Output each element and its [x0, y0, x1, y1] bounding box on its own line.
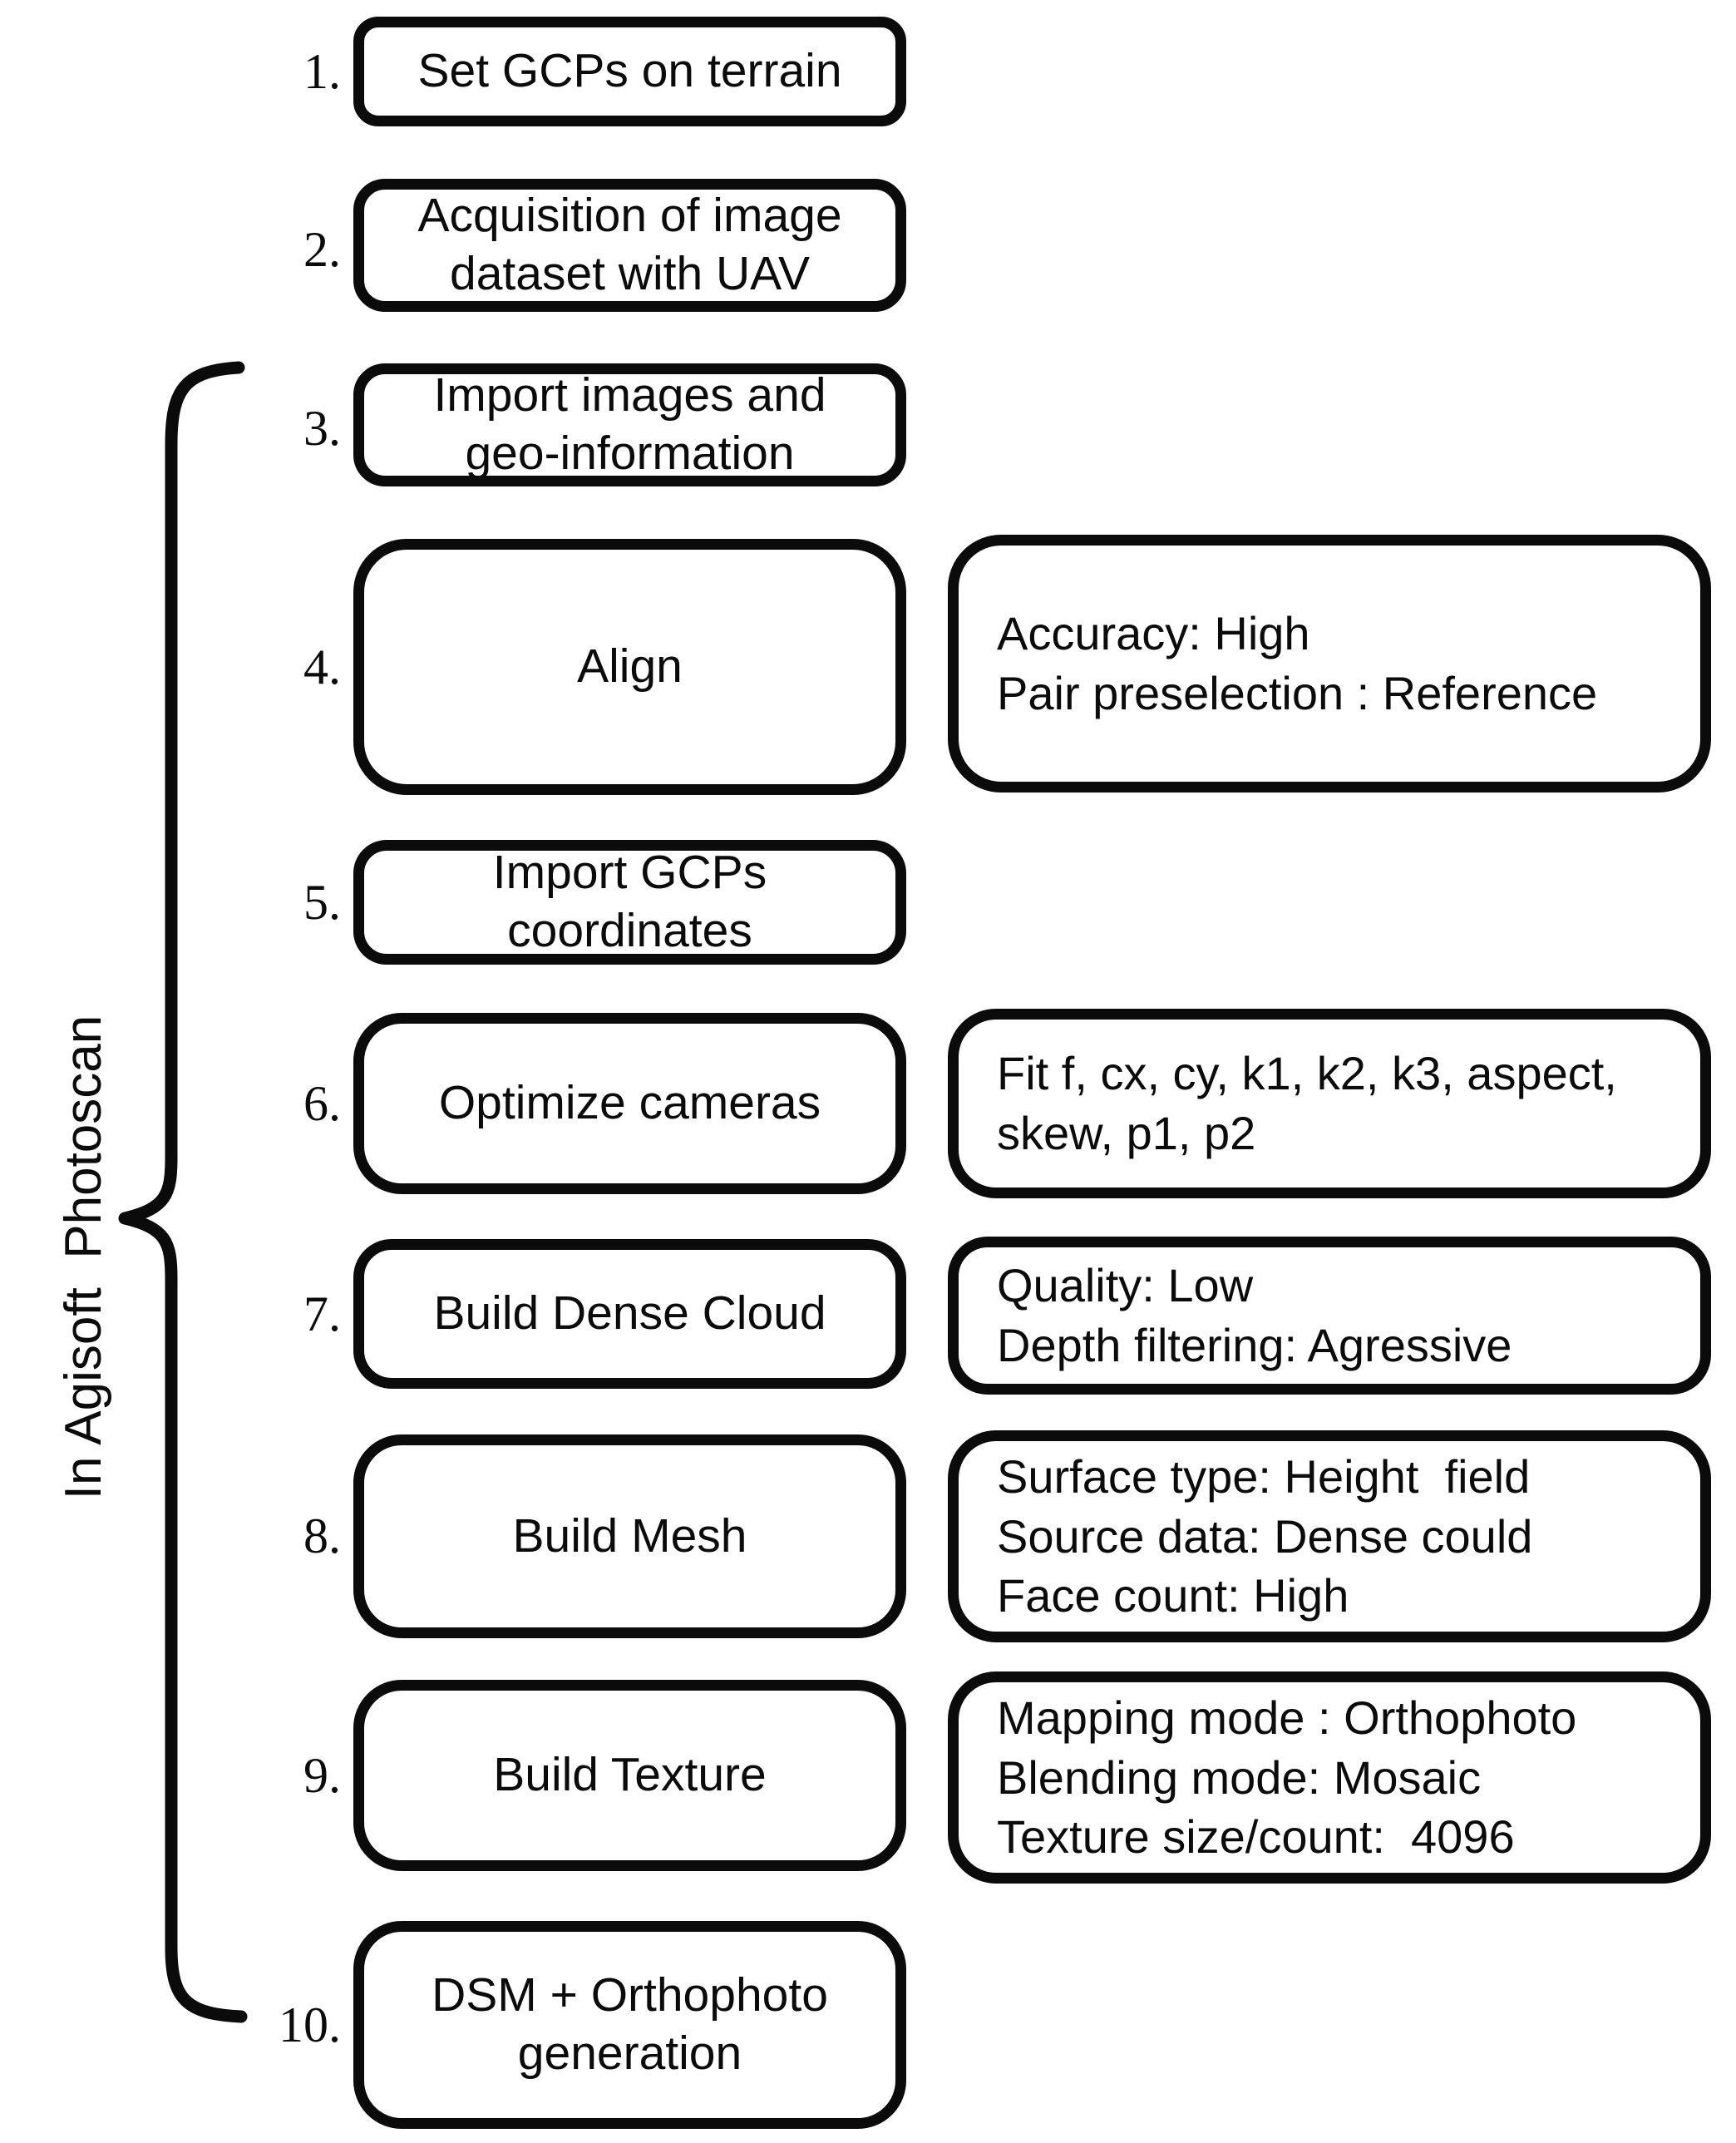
step-6-number: 6. — [303, 1076, 341, 1131]
step-7-box-build-dense-cloud: Build Dense Cloud — [353, 1239, 906, 1389]
step-6-box-optimize-cameras: Optimize cameras — [353, 1013, 906, 1194]
step-7-number: 7. — [303, 1286, 341, 1341]
step-8-box-build-mesh: Build Mesh — [353, 1434, 906, 1638]
step-1-number: 1. — [303, 44, 341, 99]
step-4-box-align: Align — [353, 539, 906, 795]
step-4-annotation-align-settings: Accuracy: High Pair preselection : Refer… — [948, 535, 1711, 793]
step-9-number: 9. — [303, 1748, 341, 1803]
bracket-label: In Agisoft Photoscan — [54, 1015, 112, 1500]
step-9-annotation-texture-settings: Mapping mode : Orthophoto Blending mode:… — [948, 1671, 1711, 1884]
step-4-number: 4. — [303, 639, 341, 694]
step-2-box-acquisition: Acquisition of image dataset with UAV — [353, 179, 906, 312]
step-9-box-build-texture: Build Texture — [353, 1680, 906, 1871]
step-8-number: 8. — [303, 1508, 341, 1563]
step-8-annotation-mesh-settings: Surface type: Height field Source data: … — [948, 1430, 1711, 1642]
step-7-annotation-dense-cloud-settings: Quality: Low Depth filtering: Agressive — [948, 1237, 1711, 1395]
step-2-number: 2. — [303, 222, 341, 277]
step-3-number: 3. — [303, 401, 341, 456]
step-10-box-dsm-orthophoto: DSM + Orthophoto generation — [353, 1921, 906, 2129]
step-10-number: 10. — [279, 1997, 341, 2052]
step-1-box-set-gcps: Set GCPs on terrain — [353, 17, 906, 126]
step-3-box-import-images: Import images and geo-information — [353, 363, 906, 486]
step-5-number: 5. — [303, 875, 341, 930]
step-6-annotation-optimize-settings: Fit f, cx, cy, k1, k2, k3, aspect, skew,… — [948, 1009, 1711, 1198]
step-5-box-import-gcps: Import GCPs coordinates — [353, 840, 906, 965]
